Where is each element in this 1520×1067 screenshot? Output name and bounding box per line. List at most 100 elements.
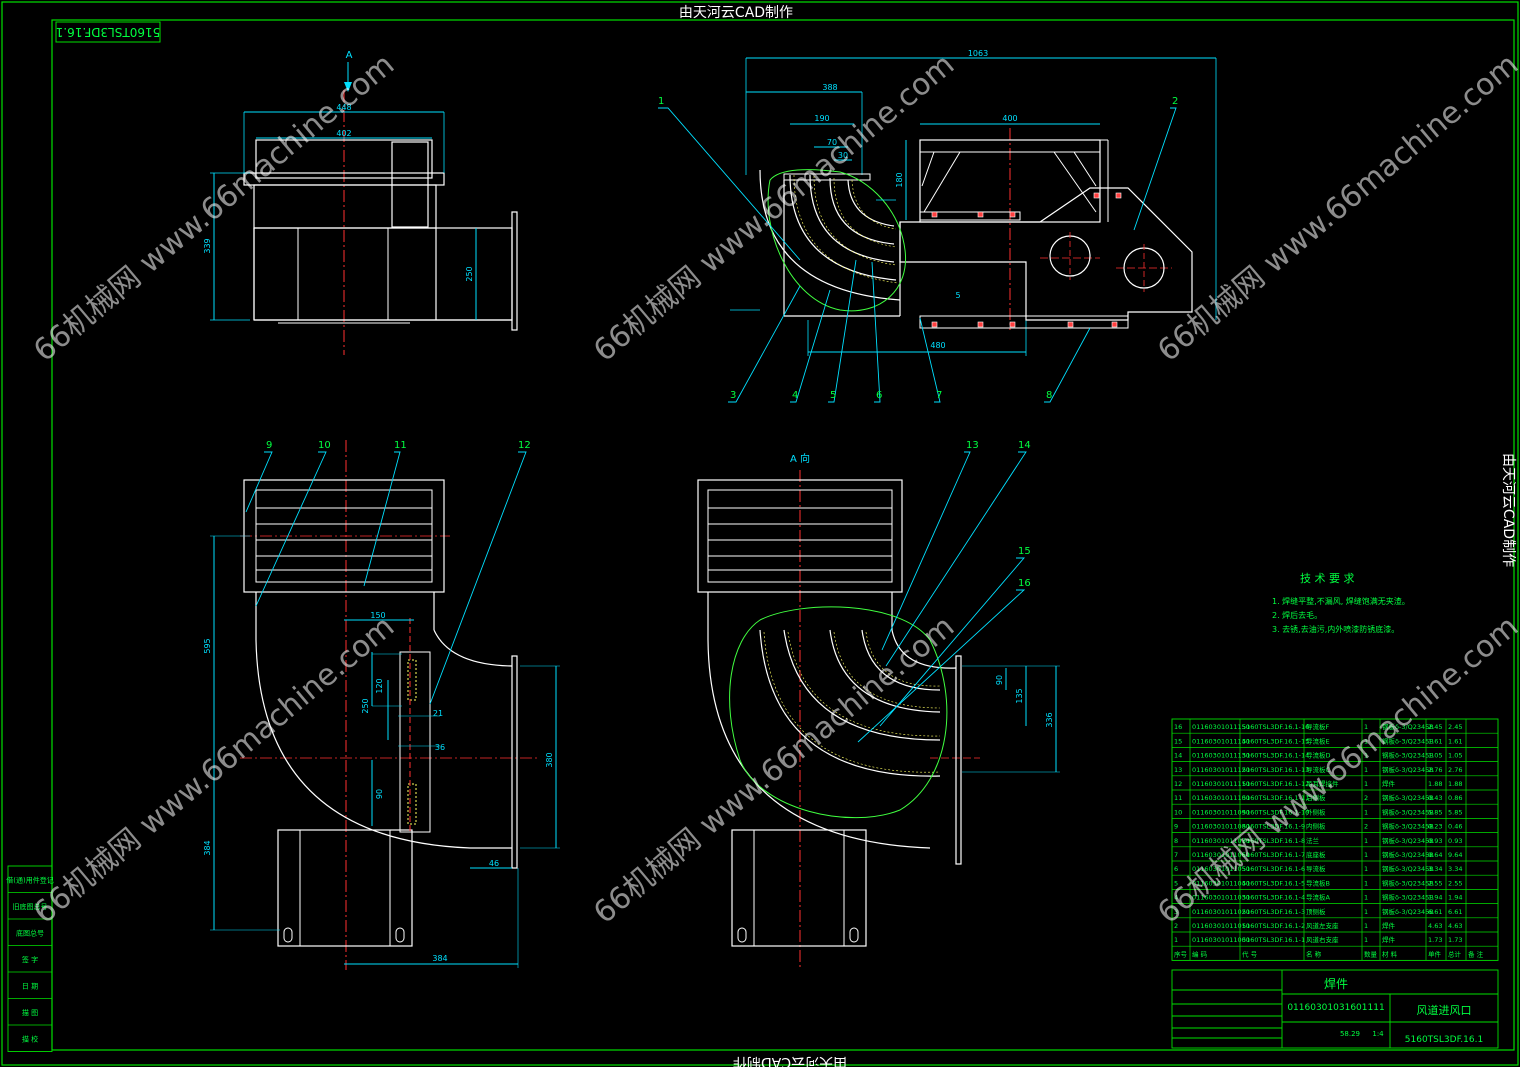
bom-row-7-cell: 底座板 [1306, 850, 1326, 859]
bom-row-6-cell: 6 [1174, 865, 1178, 873]
bom-row-11-cell: 5160TSL3DF.16.1-11 [1242, 794, 1309, 802]
balloon-numbers: 1 2 3 4 5 6 7 8 9 10 11 12 13 14 15 16 [266, 96, 1178, 589]
bom-row-10-cell: 10 [1174, 808, 1182, 816]
dim-21: 21 [433, 709, 443, 718]
balloon-5: 5 [830, 390, 836, 401]
bom-header-cell: 编 码 [1192, 949, 1208, 958]
bom-row-12-cell: 焊件 [1382, 779, 1396, 788]
footer-title: 由天河云CAD制作 [733, 1054, 847, 1067]
dim-448: 448 [336, 103, 351, 112]
bom-row-4-cell: 1.94 [1448, 894, 1462, 902]
bom-row-15-cell: 1.61 [1448, 737, 1462, 745]
bom-row-3-cell: 顶侧板 [1306, 907, 1326, 916]
bom-row-11-cell: 钢板δ-3/Q2345B [1382, 793, 1434, 802]
bom-row-7-cell: 7 [1174, 851, 1178, 859]
bom-row-6-cell: 导流板 [1306, 864, 1326, 873]
balloon-16: 16 [1018, 578, 1031, 589]
bom-row-8-cell: 钢板δ-3/Q2345B [1382, 836, 1434, 845]
bom-row-1-cell: 5160TSL3DF.16.1-1 [1242, 936, 1305, 944]
bom-row-12-cell: 吊耳焊接件 [1306, 779, 1339, 788]
dim-384: 384 [432, 954, 447, 963]
bom-row-3-cell: 1 [1364, 908, 1368, 916]
bom-row-16-cell: 1 [1364, 723, 1368, 731]
dim-190: 190 [814, 114, 829, 123]
bom-row-11-cell: 2 [1364, 794, 1368, 802]
bom-row-5-cell: 钢板δ-3/Q2345B [1382, 878, 1434, 887]
bom-row-3-cell: 6.61 [1448, 908, 1462, 916]
bom-row-12-cell: 01160301011110 [1192, 780, 1250, 788]
bom-row-15-cell: 钢板δ-3/Q2345B [1382, 736, 1434, 745]
bom-header-cell: 备 注 [1468, 949, 1484, 958]
bom-row-14-cell: 钢板δ-3/Q2345B [1382, 751, 1434, 760]
view-front [210, 62, 518, 355]
bom-row-12-cell: 5160TSL3DF.16.1-12 [1242, 780, 1309, 788]
inner-border [51, 19, 1515, 1051]
leader-lines [245, 107, 1177, 743]
left-strip-item: 底图总号 [16, 928, 44, 937]
bom-row-14-cell: 1 [1364, 752, 1368, 760]
side-title: 由天河云CAD制作 [1500, 453, 1516, 567]
bom-row-11-cell: 11 [1174, 794, 1182, 802]
bom-row-2-cell: 4.63 [1428, 922, 1442, 930]
bom-row-13-cell: 01160301011120 [1192, 766, 1250, 774]
bom-row-7-cell: 9.64 [1448, 851, 1462, 859]
balloon-3: 3 [730, 390, 736, 401]
dim-120: 120 [375, 678, 384, 693]
title-weight: 58.29 [1340, 1030, 1360, 1038]
dim-180: 180 [895, 172, 904, 187]
bom-row-8-cell: 01160301011070 [1192, 837, 1250, 845]
bom-row-14-cell: 14 [1174, 752, 1182, 760]
bom-row-1-cell: 风道右支座 [1306, 935, 1339, 944]
bom-row-1-cell: 01160301011000 [1192, 936, 1250, 944]
bom-row-7-cell: 9.64 [1428, 851, 1442, 859]
left-strip-item: 借(通)用件登记 [6, 875, 53, 884]
bom-row-11-cell: 0.86 [1448, 794, 1462, 802]
bom-header-cell: 代 号 [1242, 949, 1258, 958]
bom-row-7-cell: 钢板δ-3/Q2345B [1382, 850, 1434, 859]
title-part: 焊件 [1324, 976, 1348, 991]
bom-row-10-cell: 5160TSL3DF.16.1-10 [1242, 808, 1309, 816]
view-a-label: A 向 [790, 452, 810, 465]
balloon-7: 7 [936, 390, 942, 401]
bom-row-15-cell: 导流板E [1306, 736, 1330, 745]
bom-row-2-cell: 5160TSL3DF.16.1-2 [1242, 922, 1305, 930]
dim-402: 402 [336, 129, 351, 138]
tech-item-2: 2. 焊后去毛。 [1272, 610, 1322, 620]
bom-row-14-cell: 1.05 [1428, 752, 1442, 760]
balloon-9: 9 [266, 440, 272, 451]
bom-row-5-cell: 导流板B [1306, 878, 1330, 887]
bom-row-6-cell: 3.34 [1448, 865, 1462, 873]
bom-row-4-cell: 导流板A [1306, 893, 1331, 902]
bom-row-4-cell: 1 [1364, 894, 1368, 902]
bom-row-16-cell: 01160301011150 [1192, 723, 1250, 731]
header-title: 由天河云CAD制作 [679, 5, 793, 21]
bom-row-5-cell: 5160TSL3DF.16.1-5 [1242, 879, 1305, 887]
bom-header-cell: 总计 [1448, 949, 1462, 958]
bom-row-8-cell: 5160TSL3DF.16.1-8 [1242, 837, 1305, 845]
bom-row-4-cell: 4 [1174, 894, 1178, 902]
left-strip-item: 签 字 [22, 955, 38, 964]
dim-336: 336 [1045, 712, 1054, 727]
bom-row-5-cell: 01160301011040 [1192, 879, 1250, 887]
bom-row-1-cell: 1 [1364, 936, 1368, 944]
bom-row-12-cell: 1.88 [1428, 780, 1442, 788]
bom-row-10-cell: 外侧板 [1306, 807, 1326, 816]
balloon-13: 13 [966, 440, 979, 451]
bom-row-10-cell: 钢板δ-3/Q2345B [1382, 807, 1434, 816]
dim-150: 150 [370, 611, 385, 620]
bom-row-2-cell: 1 [1364, 922, 1368, 930]
bom-row-11-cell: 后侧板 [1306, 793, 1326, 802]
bom-row-2-cell: 01160301011010 [1192, 922, 1250, 930]
balloon-1: 1 [658, 96, 664, 107]
bom-row-14-cell: 01160301011130 [1192, 752, 1250, 760]
balloon-14: 14 [1018, 440, 1031, 451]
bom-row-13-cell: 导流板C [1306, 765, 1331, 774]
bom-row-7-cell: 5160TSL3DF.16.1-7 [1242, 851, 1305, 859]
dim-90: 90 [375, 789, 384, 799]
dim-5: 5 [955, 291, 960, 300]
balloon-4: 4 [792, 390, 798, 401]
bom-row-16-cell: 2.45 [1428, 723, 1442, 731]
bom-row-12-cell: 1.88 [1448, 780, 1462, 788]
bom-row-7-cell: 1 [1364, 851, 1368, 859]
